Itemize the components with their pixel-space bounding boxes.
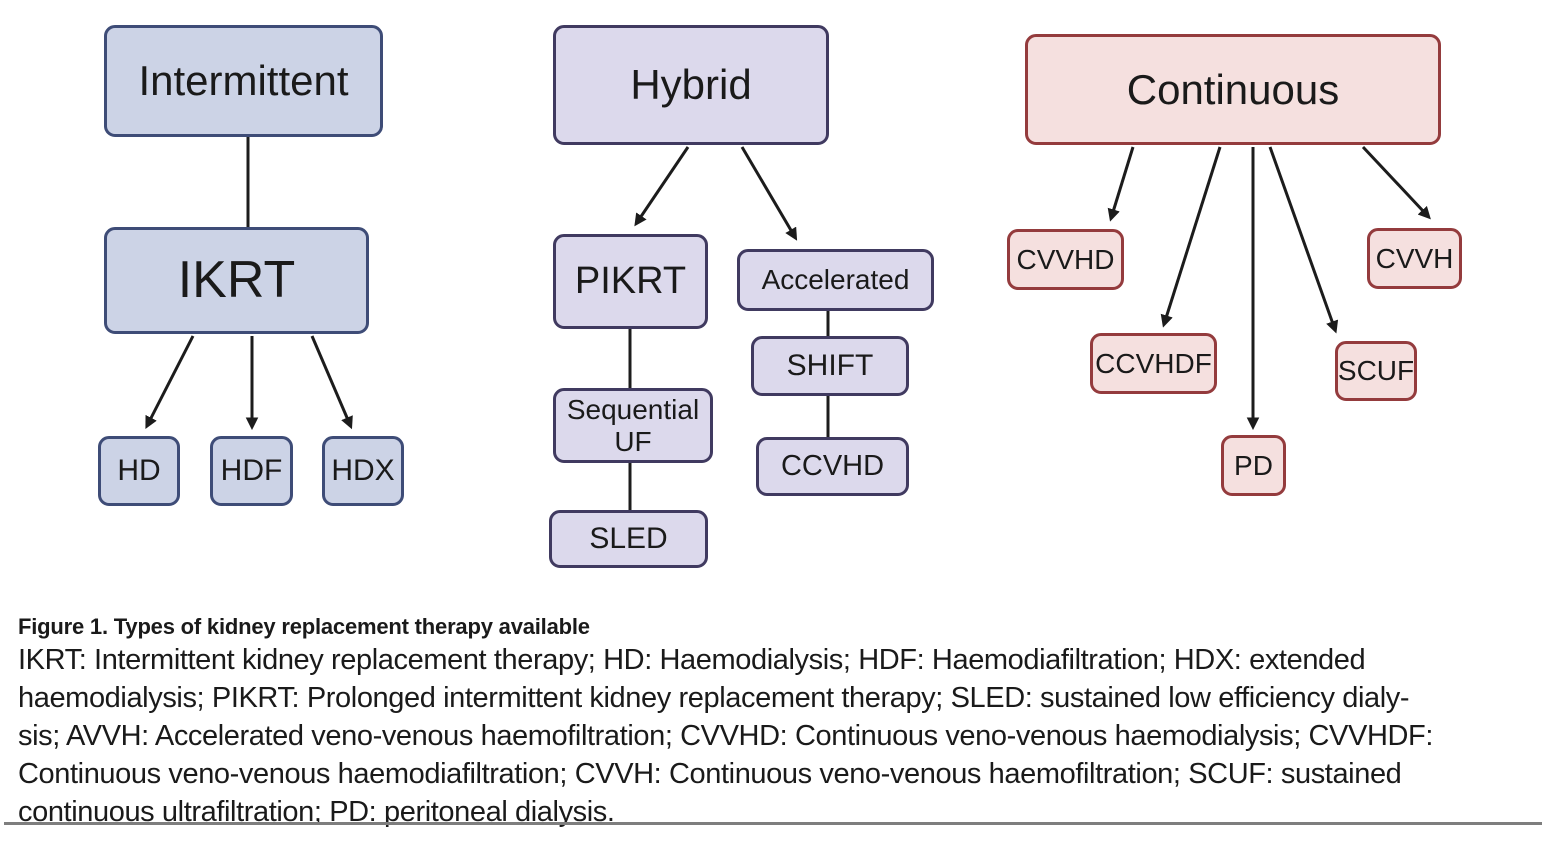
node-sequential-uf: Sequential UF (553, 388, 713, 463)
node-cvvhd: CVVHD (1007, 229, 1124, 290)
node-intermittent: Intermittent (104, 25, 383, 137)
figure-caption-title: Figure 1. Types of kidney replacement th… (18, 614, 590, 639)
arrow-hybrid-accelerated (740, 146, 798, 241)
caption-line-3: sis; AVVH: Accelerated veno-venous haemo… (18, 720, 1433, 752)
caption-line-2: haemodialysis; PIKRT: Prolonged intermit… (18, 682, 1410, 714)
node-scuf: SCUF (1335, 341, 1417, 401)
arrow-continuous-ccvhdf (1160, 146, 1222, 328)
node-continuous: Continuous (1025, 34, 1441, 145)
node-hd: HD (98, 436, 180, 506)
node-cvvh: CVVH (1367, 228, 1462, 289)
arrow-ikrt-hd (145, 335, 195, 429)
caption-line-4: Continuous veno-venous haemodiafiltratio… (18, 758, 1402, 790)
node-hdf: HDF (210, 436, 293, 506)
arrow-ikrt-hdx (310, 335, 353, 430)
node-ccvhd-hybrid: CCVHD (756, 437, 909, 496)
arrow-continuous-cvvhd (1107, 146, 1135, 222)
node-pd: PD (1221, 435, 1286, 496)
node-shift: SHIFT (751, 336, 909, 396)
caption-line-1: IKRT: Intermittent kidney replacement th… (18, 644, 1366, 676)
node-pikrt: PIKRT (553, 234, 708, 329)
node-sled: SLED (549, 510, 708, 568)
arrow-continuous-cvvh (1361, 145, 1431, 220)
node-hybrid: Hybrid (553, 25, 829, 145)
caption-line-5: continuous ultrafiltration; PD: peritone… (18, 796, 615, 828)
bottom-divider (4, 822, 1542, 825)
arrow-continuous-scuf (1268, 146, 1339, 334)
arrow-hybrid-pikrt (634, 146, 690, 227)
node-hdx: HDX (322, 436, 404, 506)
node-accelerated: Accelerated (737, 249, 934, 311)
node-ccvhdf: CCVHDF (1090, 333, 1217, 394)
node-ikrt: IKRT (104, 227, 369, 334)
